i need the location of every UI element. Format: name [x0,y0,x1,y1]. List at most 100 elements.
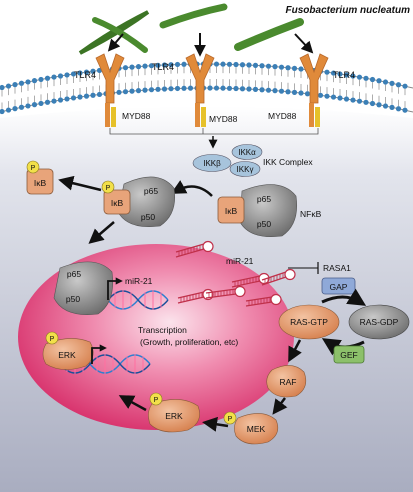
lipid-head [291,65,298,71]
lipid-head [122,65,129,71]
lipid-head [389,80,395,86]
lipid-head [207,85,213,91]
lipid-head [148,63,155,69]
lipid-head [44,75,51,81]
lipid-head [317,92,324,98]
lipid-head [116,89,122,95]
mir21-hairpin [245,293,282,307]
phospho-label: P [228,416,233,423]
lipid-head [12,82,18,88]
ras-gtp-label: RAS-GTP [290,317,328,327]
lipid-head [395,106,402,112]
lipid-head [25,103,31,109]
lipid-head [70,95,77,101]
gap-label: GAP [330,282,348,292]
released-ikb: P IκB [26,160,54,195]
phospho-icon [26,160,40,174]
lipid-head [285,65,291,71]
lipid-head [356,98,363,104]
lipid-head [0,84,5,91]
bacteria-arrows [107,33,314,57]
nfkb-complex: IκB p65 p50 [217,184,297,237]
p65-label: p65 [257,194,271,204]
lipid-head [350,97,356,103]
phospho-label: P [31,165,36,172]
tlr4-label-2: TLR4 [152,62,174,72]
erk-label: ERK [58,350,76,360]
lipid-head [265,63,272,69]
bacterium-4 [234,18,304,51]
lipid-head [233,85,239,92]
lipid-head [382,103,389,109]
mir21-hairpin [261,268,296,286]
bacteria [78,3,304,55]
lipid-head [161,62,168,68]
p50-label: p50 [66,294,80,304]
lipid-head [142,87,148,93]
lipid-head [51,98,57,104]
lipid-head [129,64,135,70]
ikb-label: IκB [34,178,47,188]
ras-gdp-label: RAS-GDP [360,317,399,327]
mir21-hairpins [175,240,296,307]
arrow-ras-to-raf [288,339,302,363]
arrow-mek-to-erk [202,416,229,432]
lipid-head [64,96,70,102]
arrow-ikk-phosphorylates [170,180,213,197]
p50-label: p50 [141,212,155,222]
tlr4-receptor-1 [95,53,125,127]
phospho-icon [149,392,163,406]
lipid-head [96,91,103,98]
lipid-head [90,92,96,98]
mek [234,413,279,445]
p50-label: p50 [257,219,271,229]
gef-box [333,345,365,364]
lipid-head [402,83,408,89]
tlr4-receptor-3 [299,53,329,127]
lipid-head [252,62,259,68]
lipid-head [168,86,174,92]
ikk-alpha-label: IKKα [238,148,256,157]
lipid-head [213,85,220,91]
lipid-head [304,91,311,97]
lipid-head [57,97,64,103]
lipid-head [148,87,155,93]
phospho-icon [101,180,115,194]
lipid-head [44,99,51,105]
p65-label: p65 [144,186,158,196]
lipid-head [174,61,181,68]
lipid-head [135,88,142,94]
ikk-complex: IKKα IKKβ IKKγ [192,144,263,177]
phospho-icon [45,331,59,345]
myd88-label-3: MYD88 [268,111,297,121]
lipid-head [363,75,369,81]
lipid-head [77,94,83,100]
tlr4-label-1: TLR4 [74,70,96,80]
raf [266,365,307,398]
tlr4-label-3: TLR4 [333,70,355,80]
lipid-head [155,86,161,92]
lipid-head [70,71,77,77]
arrow-gtp-to-gdp [321,288,367,306]
lipid-head [5,107,12,113]
ikk-gamma-label: IKKγ [237,165,254,174]
lipid-head [246,62,252,68]
lipid-head [31,78,38,84]
lipid-head [181,61,187,67]
lipid-head [25,79,31,85]
lipid-head [376,78,382,84]
ikk-beta-label: IKKβ [203,159,221,168]
lipid-head [330,94,337,100]
lipid-head [64,72,70,78]
lipid-head [285,89,291,95]
lipid-head [90,68,96,74]
phospho-label: P [106,185,111,192]
lipid-head [233,61,239,68]
lipid-head [135,64,142,70]
bacterium-1 [78,10,150,55]
mek-label: MEK [247,424,266,434]
ikb-label: IκB [225,206,238,216]
arrow-erk-to-nucleus [118,395,147,412]
lipid-head [83,69,90,75]
